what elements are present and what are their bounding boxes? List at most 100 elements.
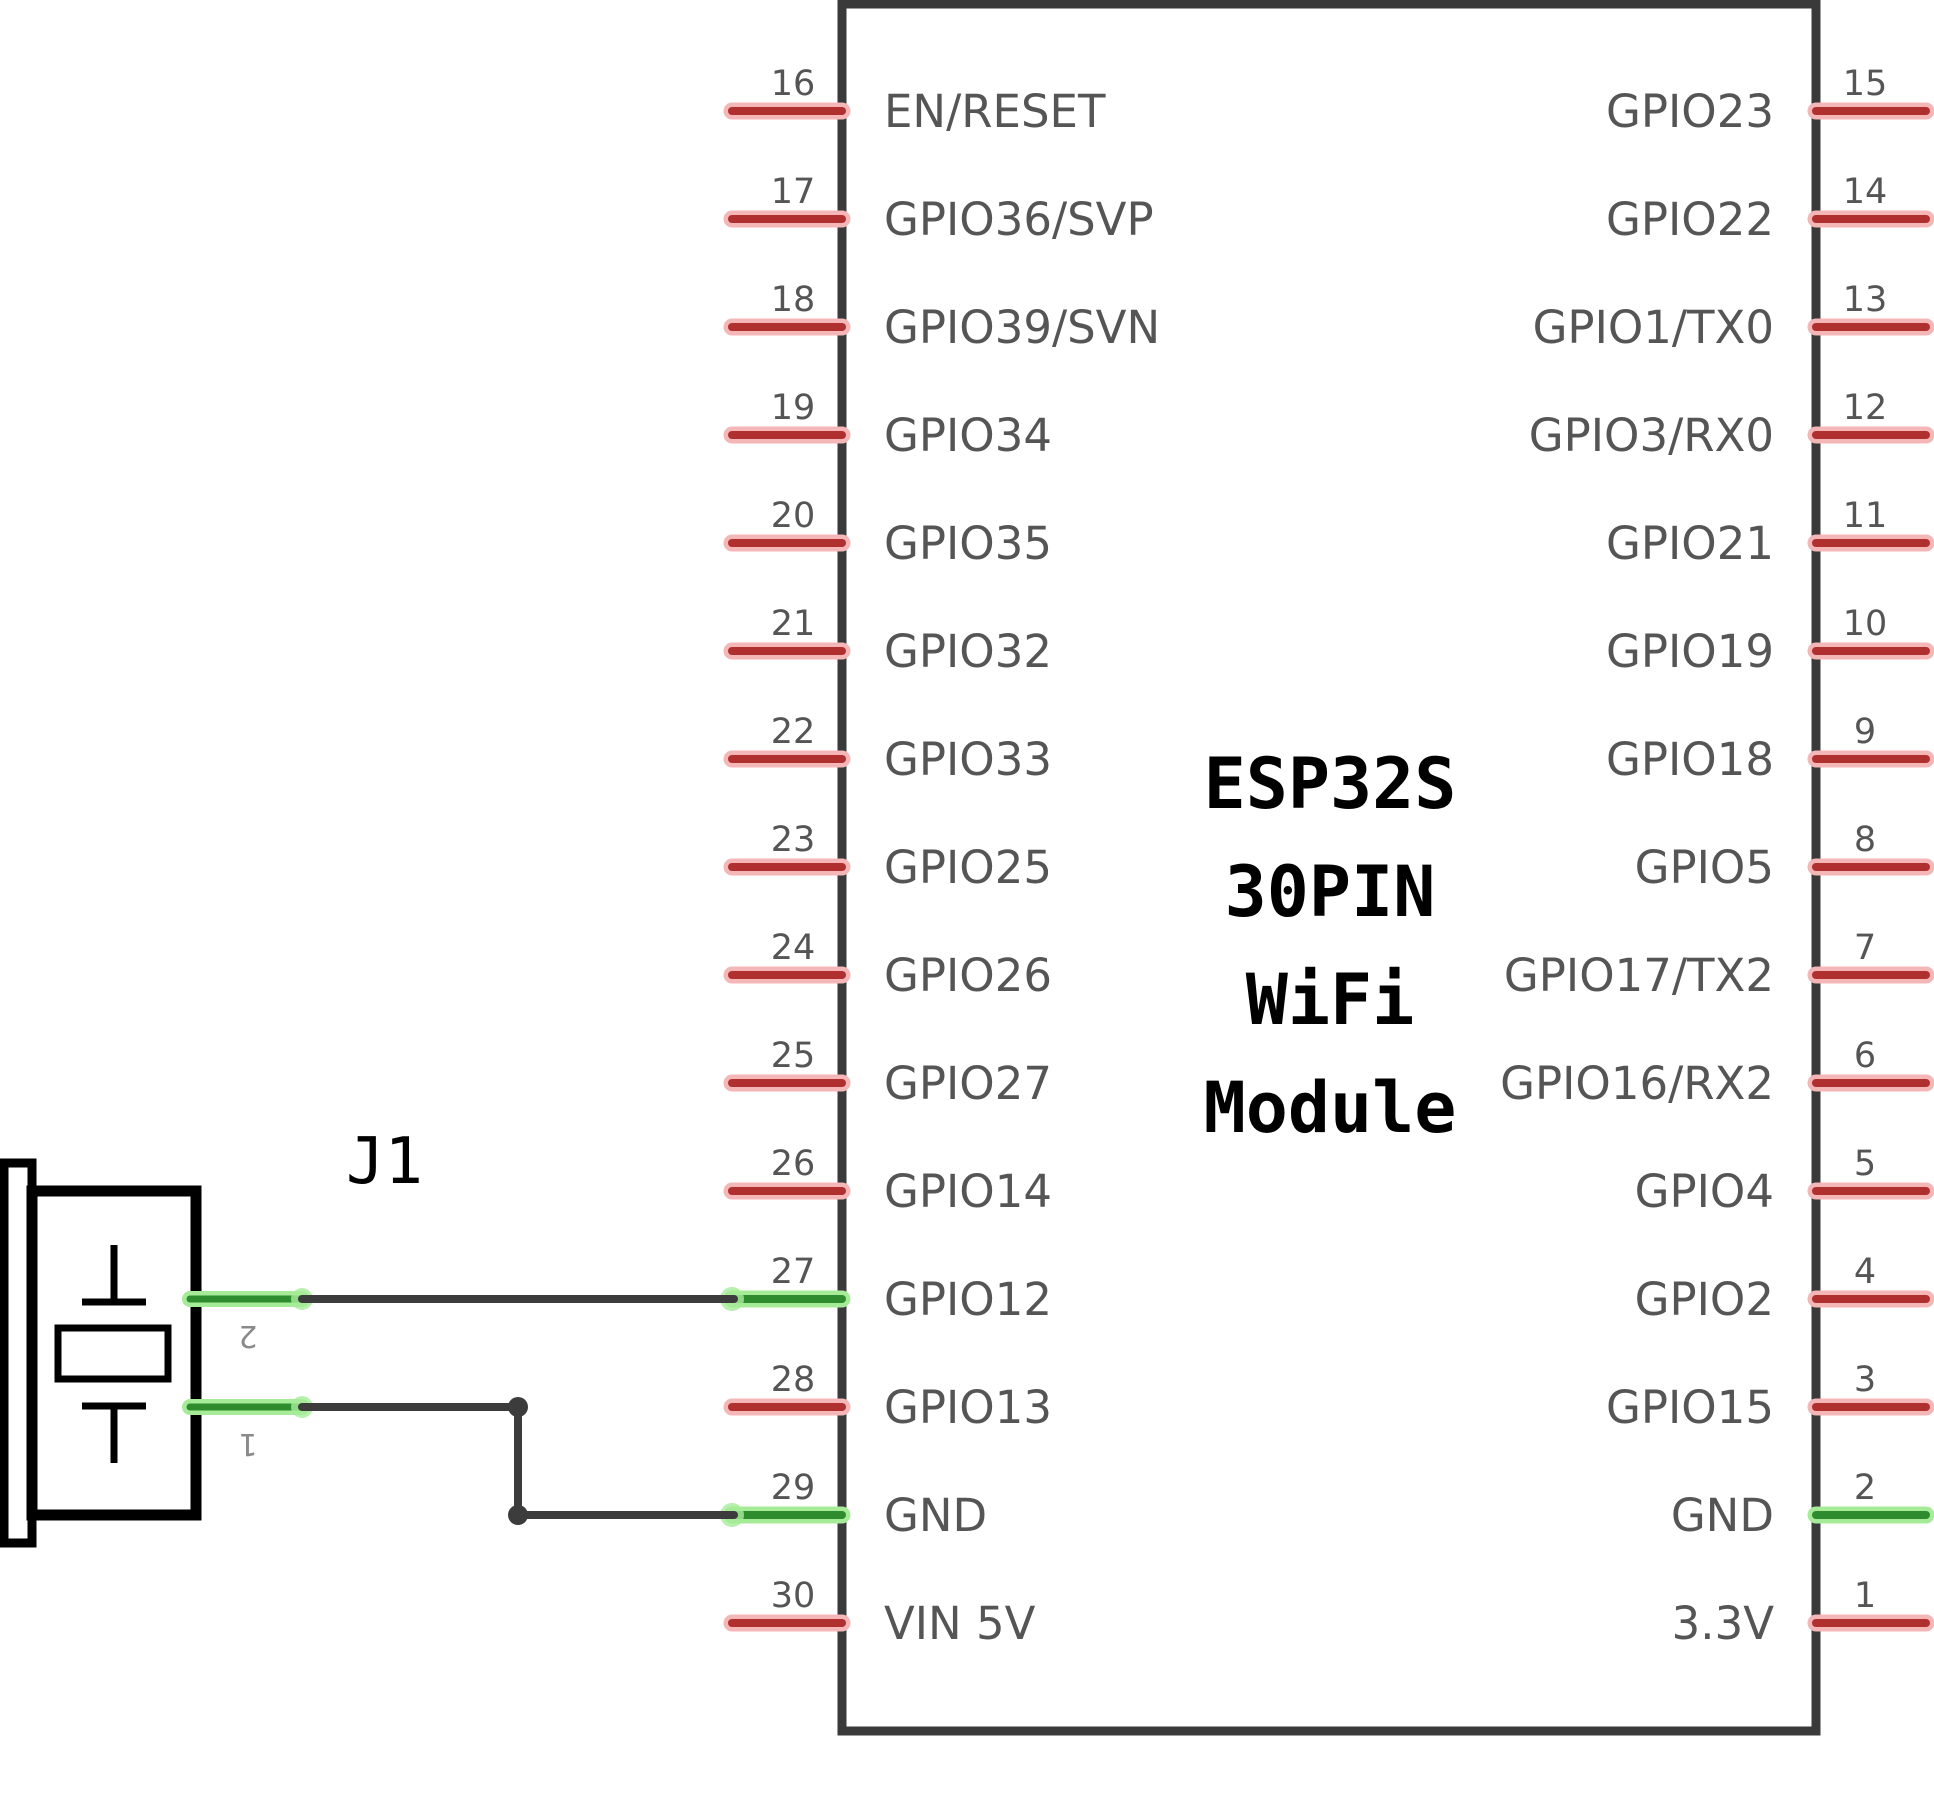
right-pin-9-number: 9 [1854,712,1876,752]
right-pin-11-number: 11 [1843,496,1888,536]
right-pin-11-label: GPIO21 [1606,517,1774,570]
right-pin-4-number: 4 [1854,1252,1876,1292]
chip-title-line-3: WiFi [1246,959,1415,1041]
left-pin-21-number: 21 [771,604,816,644]
right-pin-group: 15GPIO2314GPIO2213GPIO1/TX012GPIO3/RX011… [1500,64,1934,1650]
right-pin-8-label: GPIO5 [1635,841,1774,894]
connector-pin-2-number: 2 [238,1318,257,1353]
left-pin-19-label: GPIO34 [884,409,1052,462]
right-pin-14-label: GPIO22 [1606,193,1774,246]
right-pin-12-label: GPIO3/RX0 [1529,409,1774,462]
left-pin-30-label: VIN 5V [884,1597,1036,1650]
right-pin-10-label: GPIO19 [1606,625,1774,678]
right-pin-14-number: 14 [1843,172,1888,212]
right-pin-15-number: 15 [1843,64,1888,104]
left-pin-29-label: GND [884,1489,987,1542]
right-pin-1: 1 3.3V [1672,1576,1934,1650]
left-pin-19-number: 19 [771,388,816,428]
right-pin-8-number: 8 [1854,820,1876,860]
left-pin-27-number: 27 [771,1252,816,1292]
left-pin-group: 16EN/RESET17GPIO36/SVP18GPIO39/SVN19GPIO… [720,64,1160,1650]
chip-body [837,0,1821,1736]
left-pin-22-label: GPIO33 [884,733,1052,786]
right-pin-2-label: GND [1671,1489,1774,1542]
right-pin-6-number: 6 [1854,1036,1876,1076]
left-pin-20-number: 20 [771,496,816,536]
left-pin-29-number: 29 [771,1468,816,1508]
left-pin-23-number: 23 [771,820,816,860]
left-pin-20-label: GPIO35 [884,517,1052,570]
right-pin-3-label: GPIO15 [1606,1381,1774,1434]
right-pin-5-number: 5 [1854,1144,1876,1184]
left-pin-27-label: GPIO12 [884,1273,1052,1326]
left-pin-18-label: GPIO39/SVN [884,301,1160,354]
right-pin-2-number: 2 [1854,1468,1876,1508]
right-pin-13-label: GPIO1/TX0 [1533,301,1774,354]
right-pin-1-label: 3.3V [1672,1597,1775,1650]
chip-title-line-4: Module [1204,1067,1457,1149]
left-pin-17-number: 17 [771,172,816,212]
left-pin-26-label: GPIO14 [884,1165,1052,1218]
left-pin-18-number: 18 [771,280,816,320]
left-pin-23-label: GPIO25 [884,841,1052,894]
chip-title-line-1: ESP32S [1204,743,1457,825]
left-pin-16-label: EN/RESET [884,85,1106,138]
left-pin-28-label: GPIO13 [884,1381,1052,1434]
left-pin-24-label: GPIO26 [884,949,1052,1002]
left-pin-24-number: 24 [771,928,816,968]
right-pin-12-number: 12 [1843,388,1888,428]
left-pin-16-number: 16 [771,64,816,104]
connector-j1: J1 2 1 [0,1125,423,1548]
wire-j1-pin1-to-gnd [298,1403,738,1519]
chip-title: ESP32S 30PIN WiFi Module [1204,743,1457,1149]
left-pin-25-label: GPIO27 [884,1057,1052,1110]
right-pin-7-number: 7 [1854,928,1876,968]
wire-junction-dot-1 [508,1397,528,1417]
connector-pin-1-number: 1 [238,1426,257,1461]
right-pin-1-number: 1 [1854,1576,1876,1616]
right-pin-5-label: GPIO4 [1635,1165,1774,1218]
left-pin-21-label: GPIO32 [884,625,1052,678]
right-pin-4-label: GPIO2 [1635,1273,1774,1326]
chip-title-line-2: 30PIN [1225,851,1436,933]
right-pin-15-label: GPIO23 [1606,85,1774,138]
left-pin-17-label: GPIO36/SVP [884,193,1154,246]
crystal-symbol-icon [54,1245,172,1463]
connector-ref-label: J1 [346,1125,423,1199]
left-pin-25-number: 25 [771,1036,816,1076]
right-pin-10-number: 10 [1843,604,1888,644]
right-pin-7-label: GPIO17/TX2 [1504,949,1774,1002]
right-pin-13-number: 13 [1843,280,1888,320]
right-pin-9-label: GPIO18 [1606,733,1774,786]
wires [298,1295,738,1519]
left-pin-22-number: 22 [771,712,816,752]
